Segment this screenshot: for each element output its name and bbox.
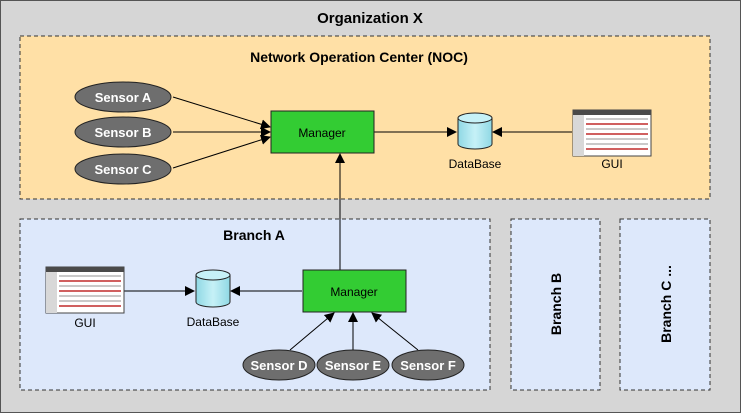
noc-gui-screenshot-icon[interactable] xyxy=(572,109,652,157)
edge-sensor-a-to-manager xyxy=(172,96,271,130)
branch-database-label: DataBase xyxy=(187,315,240,329)
branch-manager-label: Manager xyxy=(330,285,377,299)
branch-a-title: Branch A xyxy=(223,227,285,243)
sensor-e[interactable]: Sensor E xyxy=(316,349,390,381)
sensor-a[interactable]: Sensor A xyxy=(74,81,172,113)
sensor-a-label: Sensor A xyxy=(95,90,152,105)
noc-database-label: DataBase xyxy=(449,157,502,171)
branch-gui-label: GUI xyxy=(74,316,95,330)
sensor-d-label: Sensor D xyxy=(250,358,307,373)
branch-c-container xyxy=(619,218,711,391)
noc-database-icon[interactable] xyxy=(457,112,493,150)
edge-sensor-c-to-manager xyxy=(172,134,271,169)
sensor-f-label: Sensor F xyxy=(400,358,456,373)
sensor-c-label: Sensor C xyxy=(94,162,152,177)
noc-manager-label: Manager xyxy=(298,126,345,140)
branch-b-container xyxy=(510,218,601,391)
sensor-c[interactable]: Sensor C xyxy=(74,153,172,185)
sensor-d[interactable]: Sensor D xyxy=(242,349,316,381)
edge-sensor-d-to-manager xyxy=(289,312,335,351)
noc-gui-label: GUI xyxy=(601,157,622,171)
edge-sensor-f-to-manager xyxy=(371,312,419,351)
sensor-f[interactable]: Sensor F xyxy=(391,349,465,381)
branch-database-icon[interactable] xyxy=(195,269,231,308)
organization-title: Organization X xyxy=(317,10,423,27)
branch-manager[interactable]: Manager xyxy=(302,269,407,313)
branch-c-title: Branch C ... xyxy=(658,265,674,343)
sensor-e-label: Sensor E xyxy=(325,358,382,373)
branch-gui-screenshot-icon[interactable] xyxy=(45,266,125,314)
sensor-b-label: Sensor B xyxy=(94,125,151,140)
sensor-b[interactable]: Sensor B xyxy=(74,116,172,148)
noc-manager[interactable]: Manager xyxy=(270,110,375,154)
branch-b-title: Branch B xyxy=(548,273,564,335)
noc-title: Network Operation Center (NOC) xyxy=(250,49,468,65)
